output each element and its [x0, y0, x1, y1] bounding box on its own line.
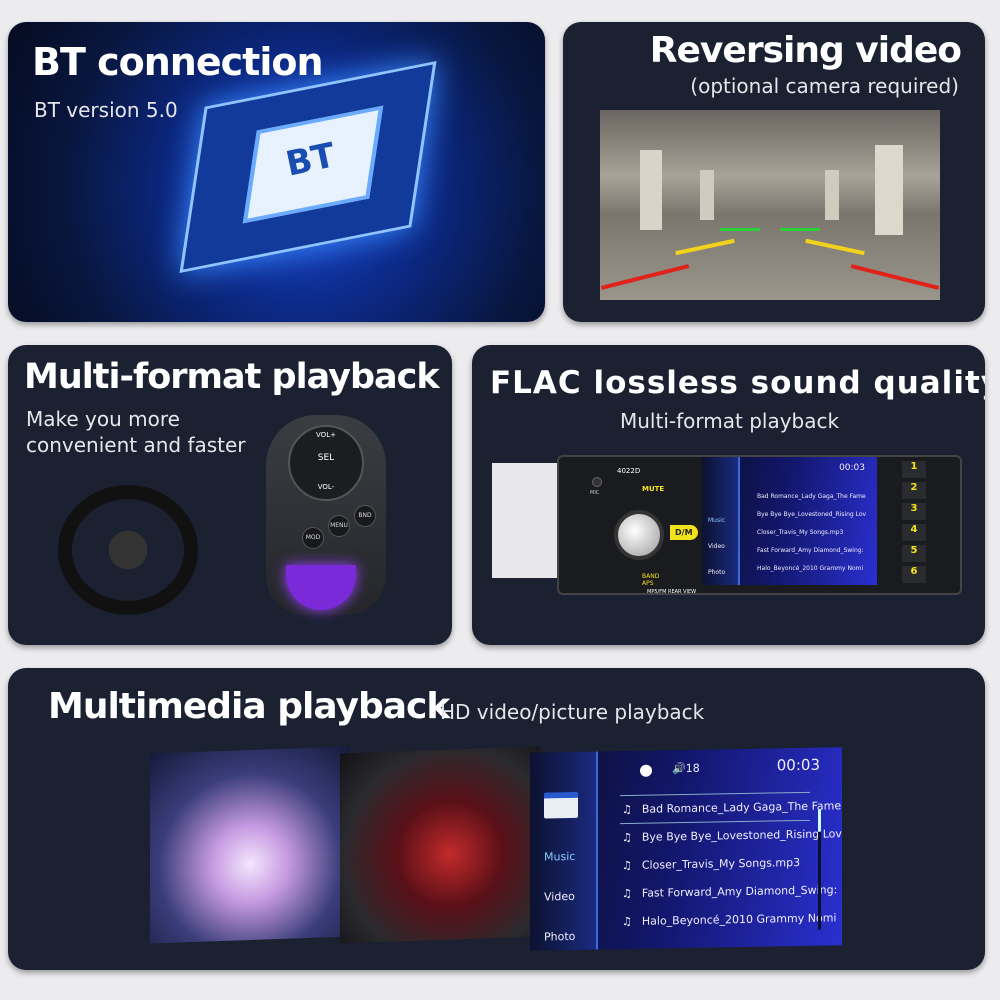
remote-button-menu: MENU	[328, 515, 350, 537]
multi-format-subtitle-2: convenient and faster	[26, 433, 246, 457]
device-track: Bye Bye Bye_Lovestoned_Rising Lov	[757, 511, 867, 518]
music-note-icon: ♫	[622, 830, 632, 845]
remote-button-vol-up: VOL+	[316, 431, 336, 439]
folder-icon	[544, 791, 578, 819]
preset-button: 4	[902, 524, 926, 541]
parking-garage-camera-image	[600, 110, 940, 300]
dark-fantasy-artwork-image	[340, 746, 540, 944]
device-menu-music: Music	[708, 517, 726, 524]
band-aps-button: BAND APS	[642, 573, 660, 587]
circuit-chip-image: BT	[168, 60, 468, 292]
preset-button: 3	[902, 503, 926, 520]
time-display: 00:03	[776, 755, 820, 775]
device-track: Halo_Beyoncé_2010 Grammy Nomi	[757, 565, 864, 572]
volume-knob	[614, 510, 664, 560]
multimedia-title: Multimedia playback	[48, 686, 450, 727]
flac-panel: FLAC lossless sound quality Multi-format…	[472, 345, 985, 645]
reversing-subtitle: (optional camera required)	[690, 74, 959, 98]
bt-subtitle: BT version 5.0	[34, 98, 178, 122]
volume-level: 18	[685, 761, 700, 776]
mute-button: MUTE	[642, 485, 665, 493]
scrollbar[interactable]	[818, 809, 821, 930]
multi-format-title: Multi-format playback	[24, 357, 440, 397]
multimedia-panel: Multimedia playback HD video/picture pla…	[8, 668, 985, 970]
device-track: Fast Forward_Amy Diamond_Swing:	[757, 547, 864, 554]
music-note-icon: ♫	[622, 858, 632, 873]
preset-button: 1	[902, 461, 926, 478]
reversing-title: Reversing video	[649, 30, 962, 71]
steering-wheel-image	[58, 485, 198, 615]
bt-connection-panel: BT BT connection BT version 5.0	[8, 22, 545, 322]
track-item[interactable]: ♫Closer_Travis_My Songs.mp3	[622, 856, 801, 873]
track-item[interactable]: ♫Bye Bye Bye_Lovestoned_Rising Lov	[622, 827, 842, 845]
preset-buttons: 1 2 3 4 5 6	[902, 461, 926, 583]
track-item[interactable]: ♫Fast Forward_Amy Diamond_Swing:	[622, 883, 838, 901]
remote-button-mod: MOD	[302, 527, 324, 549]
anime-artwork-image	[150, 746, 350, 944]
music-note-icon: ♫	[622, 914, 632, 929]
flac-subtitle: Multi-format playback	[620, 409, 840, 433]
mic-hole	[592, 477, 602, 487]
dm-button: D/M	[670, 525, 698, 540]
bluetooth-icon	[640, 764, 652, 777]
multimedia-subtitle: HD video/picture playback	[440, 700, 705, 724]
steering-remote-image: SEL VOL+ VOL- BND MENU MOD	[266, 415, 386, 615]
device-track: Closer_Travis_My Songs.mp3	[757, 529, 844, 536]
track-item[interactable]: ♫Halo_Beyoncé_2010 Grammy Nomi	[622, 911, 837, 929]
remote-button-vol-down: VOL-	[317, 483, 335, 491]
music-note-icon: ♫	[622, 886, 632, 901]
device-footer-label: MP5/FM REAR VIEW	[647, 589, 697, 595]
device-menu-photo: Photo	[708, 569, 726, 576]
reversing-video-panel: Reversing video (optional camera require…	[563, 22, 985, 322]
multi-format-subtitle-1: Make you more	[26, 407, 180, 431]
preset-button: 6	[902, 566, 926, 583]
device-menu-video: Video	[708, 543, 725, 550]
device-track: Bad Romance_Lady Gaga_The Fame	[757, 493, 866, 500]
track-item[interactable]: ♫Bad Romance_Lady Gaga_The Fame	[622, 799, 842, 817]
flac-title: FLAC lossless sound quality	[490, 365, 985, 401]
bt-title: BT connection	[32, 40, 323, 84]
car-stereo-device: 4022D MIC MUTE D/M BAND APS MP5/FM REAR …	[492, 445, 962, 595]
remote-button-sel: SEL	[317, 453, 335, 463]
preset-button: 5	[902, 545, 926, 562]
mic-label: MIC	[590, 490, 600, 496]
player-screen: Music Video Photo 🔊18 00:03 ♫Bad Romance…	[530, 747, 842, 951]
multi-format-panel: Multi-format playback Make you more conv…	[8, 345, 452, 645]
menu-music[interactable]: Music	[544, 849, 576, 864]
remote-button-bnd: BND	[354, 505, 376, 527]
menu-photo[interactable]: Photo	[544, 929, 576, 944]
preset-button: 2	[902, 482, 926, 499]
menu-video[interactable]: Video	[544, 889, 575, 904]
device-screen: Music Video Photo 00:03 Bad Romance_Lady…	[702, 457, 877, 585]
music-note-icon: ♫	[622, 802, 632, 817]
model-label: 4022D	[617, 467, 641, 475]
volume-indicator: 🔊18	[672, 761, 700, 776]
device-time: 00:03	[839, 463, 865, 473]
